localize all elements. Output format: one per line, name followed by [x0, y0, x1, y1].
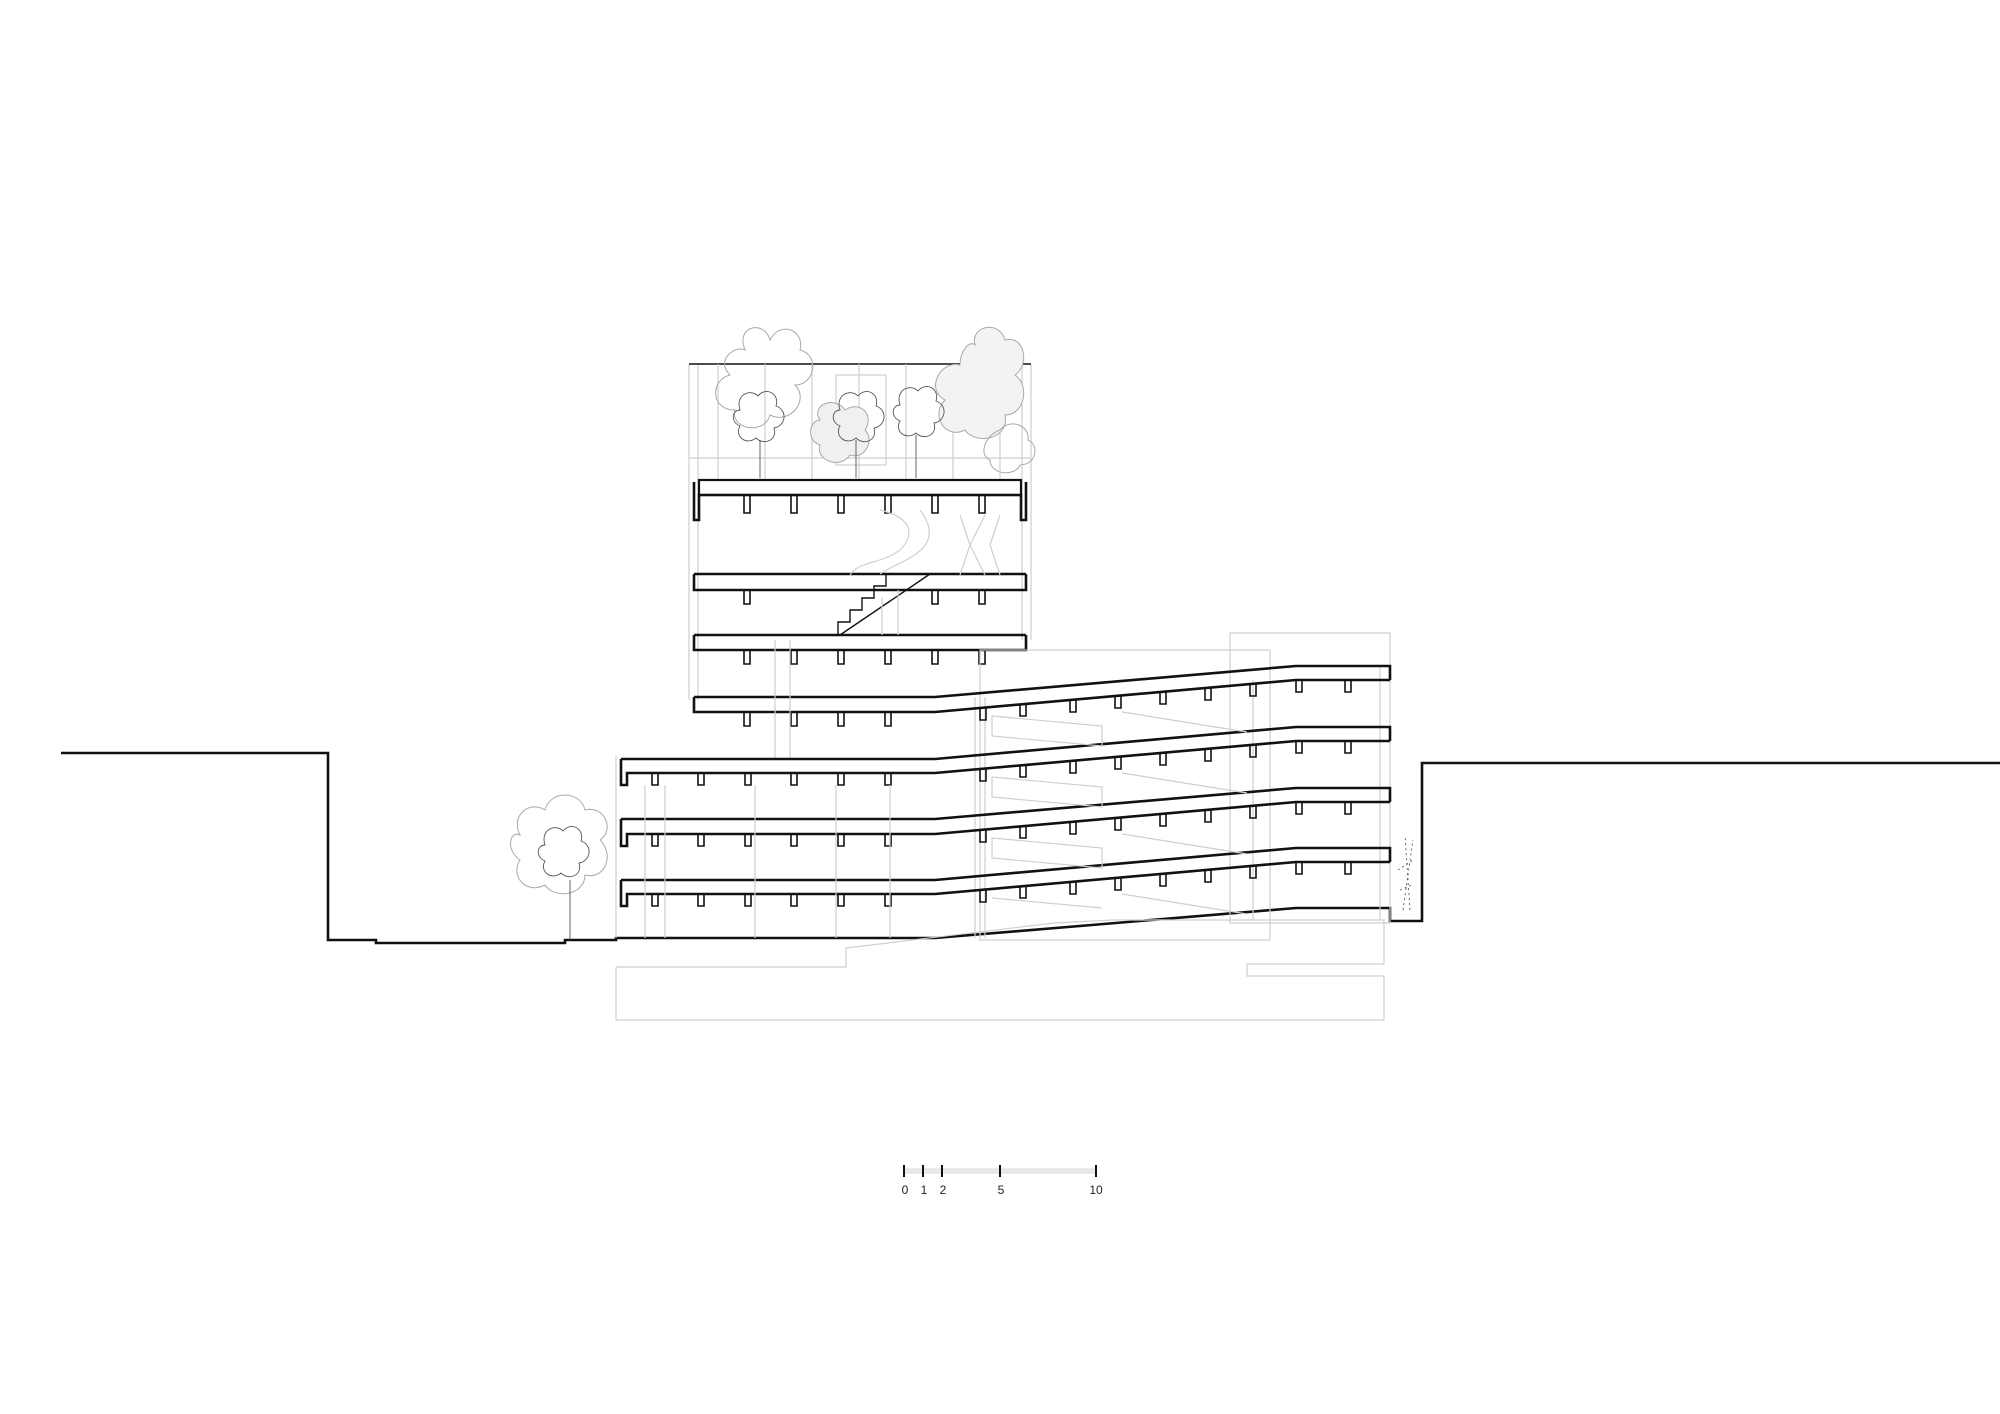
- ramp-levels: [934, 632, 1392, 941]
- ground-line: [61, 751, 2000, 945]
- scale-bar: 0 1 2 5 10: [902, 1165, 1103, 1197]
- left-tree: [510, 794, 608, 940]
- scale-label-2: 2: [940, 1183, 947, 1197]
- tower-slabs: [692, 482, 1028, 714]
- scale-label-10: 10: [1089, 1183, 1103, 1197]
- tower-beams: [743, 495, 986, 727]
- right-shrub: [1397, 834, 1414, 911]
- tree-dark-2: [832, 391, 885, 478]
- scale-label-5: 5: [998, 1183, 1005, 1197]
- scale-label-1: 1: [921, 1183, 928, 1197]
- lower-block-slabs: [615, 755, 935, 938]
- scale-label-0: 0: [902, 1183, 909, 1197]
- tree-dark-1: [732, 391, 785, 478]
- foundation-outline: [615, 919, 1385, 1021]
- rooftop-trees: [715, 326, 1036, 478]
- tree-dark-3: [892, 386, 945, 478]
- stair: [774, 573, 931, 760]
- tower-block: [688, 326, 1036, 760]
